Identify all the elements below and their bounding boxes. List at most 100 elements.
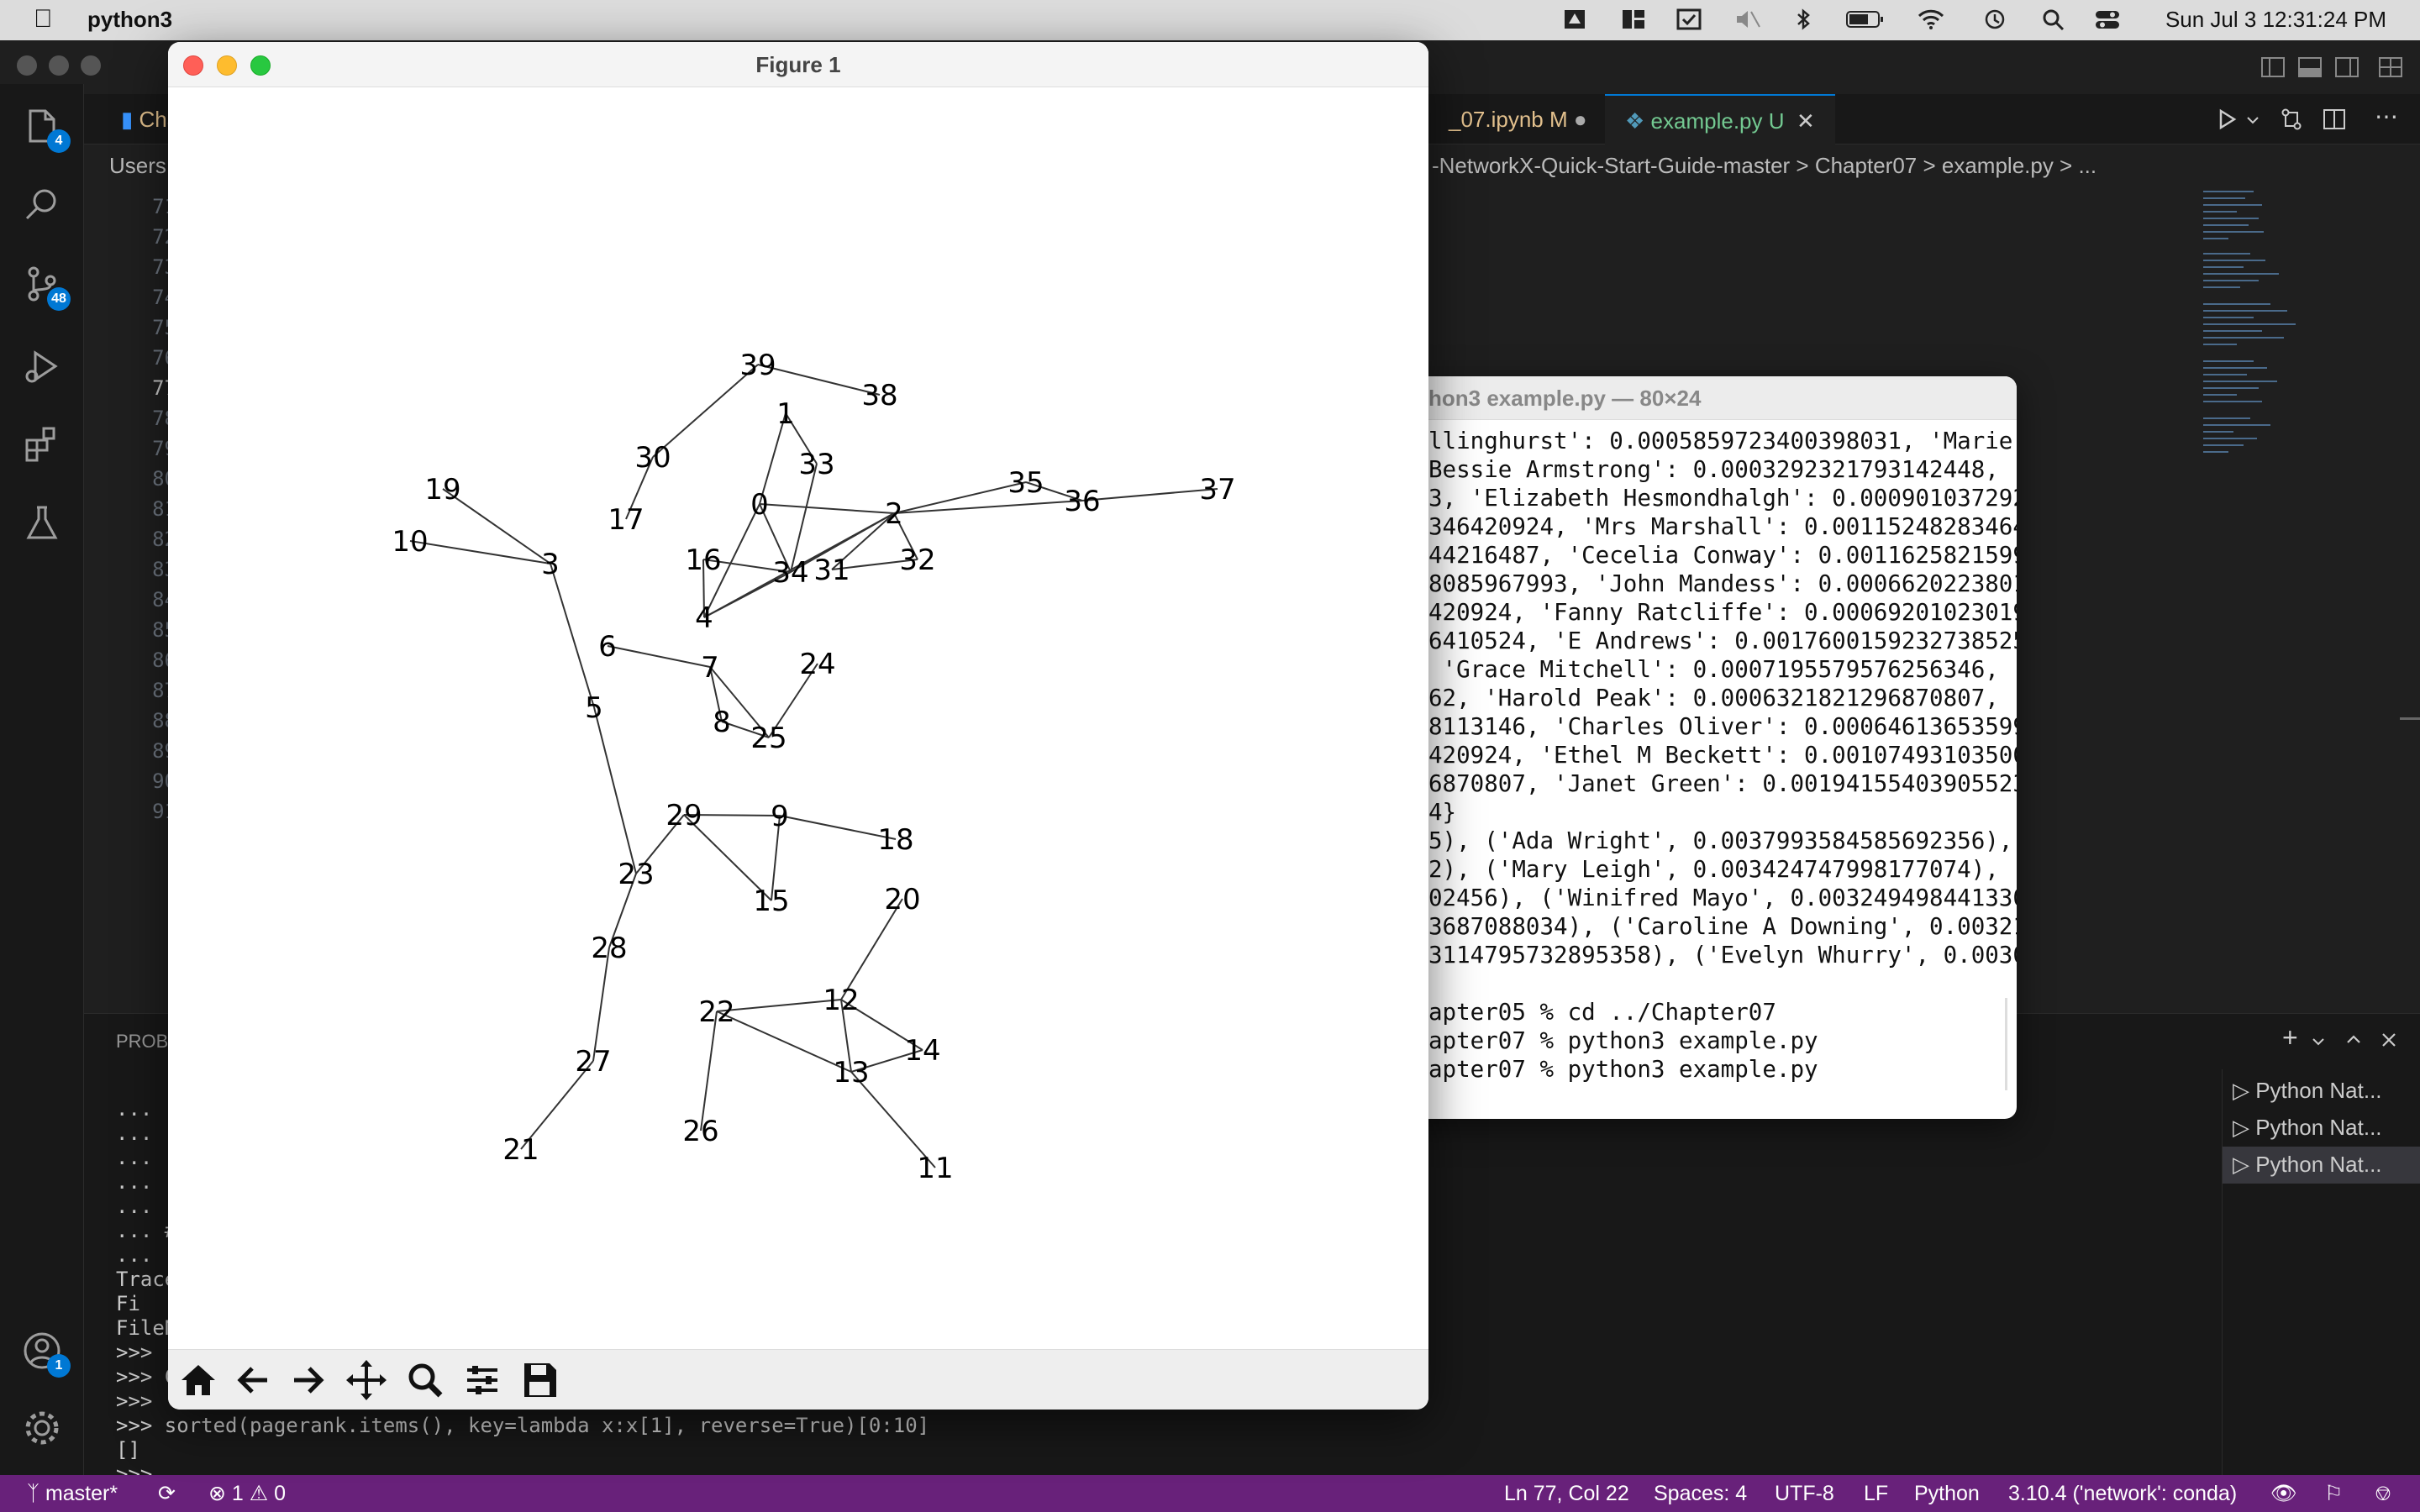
graph-node-label: 0: [750, 488, 769, 522]
new-terminal-plus-icon[interactable]: +: [2282, 1022, 2298, 1053]
breadcrumb-users[interactable]: Users: [109, 153, 166, 178]
home-button[interactable]: [173, 1357, 224, 1404]
terminal-output[interactable]: llinghurst': 0.0005859723400398031, 'Mar…: [1428, 427, 2017, 1084]
drive-icon[interactable]: [1561, 8, 1588, 30]
maximize-panel-chevron-icon[interactable]: [2344, 1031, 2363, 1049]
mute-icon[interactable]: [1734, 8, 1761, 30]
problems-status[interactable]: ⊗ 1 ⚠ 0: [208, 1482, 287, 1505]
graph-node-label: 39: [739, 349, 776, 382]
terminal-dropdown-chevron-icon[interactable]: [2311, 1034, 2326, 1049]
terminal-title[interactable]: hon3 example.py — 80×24: [1395, 376, 2017, 420]
extensions-icon[interactable]: [22, 423, 62, 464]
sync-icon[interactable]: ⟳: [158, 1482, 176, 1505]
app-menu-name[interactable]: python3: [87, 7, 173, 32]
toggle-secondary-sidebar-icon[interactable]: [2334, 55, 2360, 79]
toggle-sidebar-icon[interactable]: [2260, 55, 2286, 79]
back-button[interactable]: [229, 1357, 279, 1404]
manage-gear-icon[interactable]: [22, 1408, 62, 1448]
panel-tab-problems[interactable]: PROB: [116, 1031, 169, 1052]
graph-node-label: 13: [833, 1056, 869, 1089]
toggle-panel-icon[interactable]: [2297, 55, 2323, 79]
close-tab-icon[interactable]: ✕: [1790, 108, 1815, 134]
terminal-line: 2), ('Mary Leigh', 0.0034247479981770​74…: [1428, 856, 2017, 883]
figure-title[interactable]: Figure 1: [168, 42, 1428, 87]
zoom-window-button[interactable]: [250, 55, 271, 76]
menu-bar-clock[interactable]: Sun Jul 3 12:31:24 PM: [2165, 7, 2386, 32]
encoding-status[interactable]: UTF-8: [1775, 1482, 1834, 1505]
close-panel-icon[interactable]: [2380, 1031, 2398, 1049]
terminal-list-item-selected[interactable]: ▷ Python Nat...: [2223, 1147, 2420, 1184]
run-dropdown-chevron-icon[interactable]: [2245, 113, 2260, 128]
battery-icon[interactable]: [1845, 8, 1886, 30]
terminal-line: llinghurst': 0.0005859723400398031, 'Mar…: [1428, 428, 2013, 454]
eol-status[interactable]: LF: [1864, 1482, 1889, 1505]
zoom-button[interactable]: [400, 1357, 450, 1404]
terminal-line: 420924, 'Fanny Ratcliffe': 0.00069201023…: [1428, 599, 2017, 626]
save-figure-button[interactable]: [514, 1357, 565, 1404]
terminal-list-item[interactable]: ▷ Python Nat...: [2233, 1078, 2382, 1104]
terminal-window[interactable]: hon3 example.py — 80×24 llinghurst': 0.0…: [1395, 376, 2017, 1119]
vscode-zoom-light[interactable]: [81, 55, 101, 76]
terminal-list-item[interactable]: ▷ Python Nat...: [2233, 1115, 2382, 1141]
graph-edge: [550, 563, 595, 708]
graph-edge: [785, 412, 818, 465]
terminal-line: [1428, 969, 2017, 998]
status-bar: ᛉ master* ⟳ ⊗ 1 ⚠ 0 Ln 77, Col 22 Spaces…: [0, 1475, 2420, 1512]
tab-chapter07-notebook[interactable]: _07.ipynb M ●: [1428, 94, 1607, 144]
more-actions-icon[interactable]: ⋯: [2375, 103, 2398, 129]
time-machine-icon[interactable]: [1981, 8, 2008, 30]
compare-changes-icon[interactable]: [2279, 108, 2304, 131]
feedback-icon[interactable]: ⚐: [2324, 1482, 2344, 1505]
apple-menu-icon[interactable]: : [34, 5, 53, 34]
graph-node-label: 3: [541, 548, 560, 581]
graph-edge: [683, 814, 781, 816]
indentation-status[interactable]: Spaces: 4: [1654, 1482, 1748, 1505]
search-icon[interactable]: [22, 185, 62, 225]
graph-edge: [520, 1060, 594, 1150]
run-file-icon[interactable]: [2215, 108, 2238, 131]
control-center-icon[interactable]: [2094, 8, 2121, 30]
terminal-line: 4}: [1428, 799, 1457, 826]
explorer-icon[interactable]: 4: [22, 106, 71, 153]
graph-node-label: 28: [591, 932, 627, 965]
network-graph-canvas[interactable]: 0123456789101112131415161718192021222324…: [168, 89, 1428, 1349]
checklist-icon[interactable]: [1676, 8, 1702, 30]
bell-icon[interactable]: ⎊: [2375, 1482, 2392, 1505]
graph-node-label: 10: [392, 525, 428, 559]
split-editor-icon[interactable]: [2323, 108, 2346, 131]
notifications-off-icon[interactable]: 👁: [2270, 1482, 2297, 1505]
testing-icon[interactable]: [22, 502, 62, 543]
wifi-icon[interactable]: [1918, 8, 1944, 30]
repl-line: ...: [116, 1146, 153, 1169]
vscode-close-light[interactable]: [17, 55, 37, 76]
minimap[interactable]: [2200, 186, 2301, 489]
run-debug-icon[interactable]: [22, 346, 62, 386]
layout-icon[interactable]: [1620, 8, 1647, 30]
branch-status[interactable]: ᛉ master*: [27, 1475, 118, 1512]
accounts-icon[interactable]: 1: [22, 1331, 71, 1378]
customize-layout-icon[interactable]: [2378, 55, 2403, 79]
breadcrumb-path[interactable]: -NetworkX-Quick-Start-Guide-master > Cha…: [1432, 153, 2097, 178]
source-control-icon[interactable]: 48: [22, 264, 71, 311]
graph-edge: [721, 721, 770, 738]
python-repl-output[interactable]: ... ... ... ... ... ... # ... Trace Fi F…: [116, 1097, 929, 1487]
bluetooth-icon[interactable]: [1790, 8, 1817, 30]
terminal-line: 3114795732895358), ('Evelyn Whurry', 0.0…: [1428, 942, 2017, 969]
pan-button[interactable]: [341, 1357, 392, 1404]
cursor-position[interactable]: Ln 77, Col 22: [1504, 1482, 1629, 1505]
python-interpreter[interactable]: 3.10.4 ('network': conda): [2008, 1482, 2238, 1505]
forward-button[interactable]: [282, 1357, 333, 1404]
graph-node-label: 30: [634, 441, 671, 475]
language-mode[interactable]: Python: [1914, 1482, 1980, 1505]
graph-node-label: 2: [885, 497, 903, 531]
vscode-minimize-light[interactable]: [49, 55, 69, 76]
configure-subplots-button[interactable]: [457, 1357, 508, 1404]
scrollbar-thumb[interactable]: [2400, 717, 2420, 720]
minimize-window-button[interactable]: [217, 55, 237, 76]
tab-example-py[interactable]: ❖ example.py U ✕: [1605, 94, 1835, 144]
graph-node-label: 32: [899, 543, 935, 577]
home-icon: [182, 1365, 215, 1395]
spotlight-icon[interactable]: [2040, 8, 2067, 30]
close-window-button[interactable]: [183, 55, 203, 76]
